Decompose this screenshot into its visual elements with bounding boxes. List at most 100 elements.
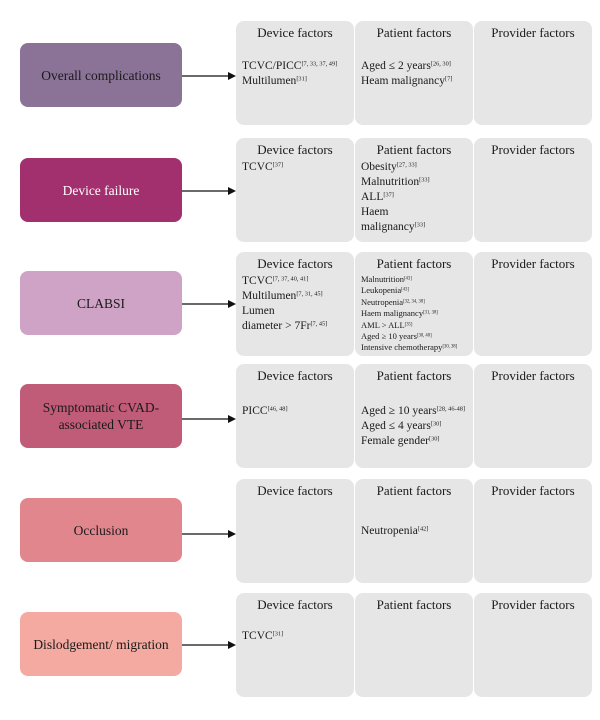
factor-text: diameter > 7Fr (242, 320, 311, 332)
patient-factors-title: Patient factors (376, 142, 452, 157)
citation-refs: [7] (444, 75, 453, 83)
device-factor-list: TCVC[37] (242, 160, 348, 175)
factor-text: Neutropenia (361, 296, 404, 307)
citation-refs: [43] (403, 276, 412, 282)
citation-refs: [37] (383, 191, 394, 199)
factor-text: AML > ALL (361, 319, 405, 330)
citation-refs: [33] (419, 176, 430, 184)
device-factor-list: TCVC/PICC[7, 33, 37, 49]Multilumen[31] (242, 59, 348, 89)
arrow-icon (182, 641, 236, 649)
citation-refs: [31] (272, 630, 284, 638)
citation-refs: [43] (401, 287, 409, 293)
citation-refs: [35] (404, 322, 413, 328)
provider-factors-title: Provider factors (491, 256, 575, 271)
device-factor-item: TCVC/PICC[7, 33, 37, 49] (242, 59, 348, 74)
outcome-box: Dislodgement/ migration (20, 612, 182, 676)
factor-text: TCVC/PICC (242, 60, 302, 72)
device-factors-title: Device factors (257, 368, 333, 383)
citation-refs: [31] (296, 75, 307, 83)
provider-factors-panel: Provider factors (474, 21, 592, 125)
provider-factors-panel: Provider factors (474, 364, 592, 468)
factor-text: TCVC (242, 161, 273, 173)
device-factor-list: TCVC[7, 37, 40, 41]Multilumen[7, 31, 45]… (242, 274, 348, 334)
citation-refs: [46, 48] (267, 405, 288, 413)
patient-factors-title: Patient factors (376, 597, 452, 612)
patient-factor-item: Aged ≥ 10 years[28, 46-48] (361, 404, 467, 419)
citation-refs: [30] (430, 420, 442, 428)
factor-text: Leukopenia (361, 285, 402, 296)
arrow-icon (182, 300, 236, 308)
outcome-row: Symptomatic CVAD-associated VTE Device fa… (0, 364, 600, 474)
factor-text: Aged ≥ 10 years (361, 331, 417, 342)
patient-factor-item: Haem malignancy[31, 38] (361, 308, 467, 319)
patient-factor-item: Haem (361, 205, 467, 220)
factor-text: Obesity (361, 161, 397, 173)
device-factors-title: Device factors (257, 483, 333, 498)
patient-factor-item: Malnutrition[43] (361, 274, 467, 285)
factor-text: PICC (242, 405, 268, 417)
factor-text: Haem malignancy (361, 308, 424, 319)
citation-refs: [7, 31, 45] (296, 290, 323, 298)
patient-factor-item: Leukopenia[43] (361, 285, 467, 296)
factor-text: Multilumen (242, 75, 297, 87)
patient-factor-item: Aged ≥ 10 years[30, 40] (361, 331, 467, 342)
patient-factors-title: Patient factors (376, 256, 452, 271)
patient-factor-item: Aged ≤ 2 years[26, 30] (361, 59, 467, 74)
outcome-label: Dislodgement/ migration (33, 636, 169, 652)
provider-factors-title: Provider factors (491, 483, 575, 498)
device-factors-panel: Device factors (236, 479, 354, 583)
factor-text: Malnutrition (361, 176, 420, 188)
patient-factor-list: Malnutrition[43]Leukopenia[43]Neutropeni… (361, 274, 467, 354)
arrow-icon (182, 187, 236, 195)
patient-factor-item: Neutropenia[42] (361, 524, 467, 539)
patient-factor-item: Aged ≤ 4 years[30] (361, 419, 467, 434)
factor-text: Aged ≤ 4 years (361, 420, 431, 432)
factor-text: Lumen (242, 305, 275, 317)
device-factor-item: Multilumen[7, 31, 45] (242, 289, 348, 304)
citation-refs: [42] (417, 525, 429, 533)
patient-factor-item: Intensive chemotherapy[30, 38] (361, 342, 467, 353)
provider-factors-title: Provider factors (491, 368, 575, 383)
factor-text: ALL (361, 191, 384, 203)
factor-text: Intensive chemotherapy (361, 342, 443, 353)
arrow-icon (182, 72, 236, 80)
device-factor-item: TCVC[31] (242, 629, 348, 644)
patient-factors-title: Patient factors (376, 25, 452, 40)
provider-factors-panel: Provider factors (474, 252, 592, 356)
outcome-box: Overall complications (20, 43, 182, 107)
arrow-icon (182, 530, 236, 538)
citation-refs: [30, 40] (416, 333, 432, 339)
patient-factors-title: Patient factors (376, 368, 452, 383)
citation-refs: [33] (414, 221, 426, 229)
provider-factors-title: Provider factors (491, 142, 575, 157)
patient-factors-title: Patient factors (376, 483, 452, 498)
factor-text: malignancy (361, 221, 415, 233)
patient-factor-list: Aged ≤ 2 years[26, 30]Heam malignancy[7] (361, 59, 467, 89)
device-factor-list: TCVC[31] (242, 629, 348, 644)
citation-refs: [7, 45] (310, 320, 328, 328)
patient-factor-item: malignancy[33] (361, 220, 467, 235)
outcome-box: Occlusion (20, 498, 182, 562)
device-factor-item: PICC[46, 48] (242, 404, 348, 419)
provider-factors-panel: Provider factors (474, 479, 592, 583)
outcome-label: Symptomatic CVAD-associated VTE (42, 400, 160, 432)
device-factor-item: TCVC[37] (242, 160, 348, 175)
outcome-label: CLABSI (76, 295, 125, 311)
outcome-box: Symptomatic CVAD-associated VTE (20, 384, 182, 448)
patient-factor-item: Female gender[30] (361, 434, 467, 449)
citation-refs: [7, 33, 37, 49] (301, 60, 338, 68)
factor-text: Malnutrition (361, 274, 404, 284)
device-factors-title: Device factors (257, 25, 333, 40)
